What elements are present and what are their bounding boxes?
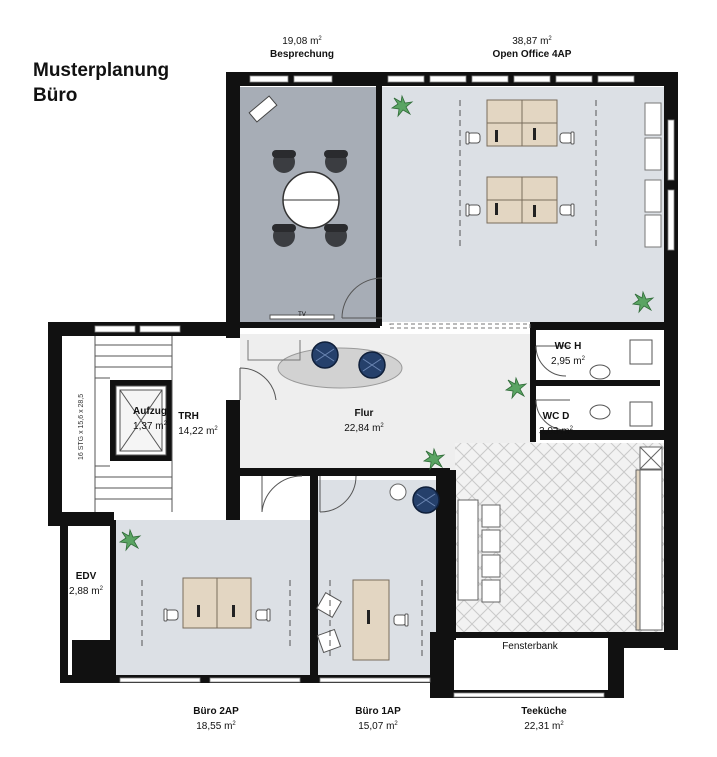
stair-dimensions-label: 16 STG x 15,6 x 28,5 — [78, 394, 85, 460]
room-flur: Flur 22,84 m2 — [344, 408, 384, 434]
room-trh: TRH 14,22 m2 — [178, 411, 218, 437]
area-buero2ap: 18,55 — [196, 721, 222, 732]
sliding-door — [389, 323, 531, 329]
area-flur: 22,84 — [344, 423, 370, 434]
area-aufzug: 1,37 — [133, 421, 153, 432]
staircase — [94, 336, 173, 512]
name-edv: EDV — [75, 571, 97, 582]
name-teekueche: Teeküche — [521, 706, 567, 717]
room-besprechung: 19,08 m2 Besprechung — [270, 36, 334, 60]
name-flur: Flur — [354, 408, 374, 419]
name-besprechung: Besprechung — [270, 49, 334, 60]
plan-title: Musterplanung Büro — [33, 58, 169, 108]
plan-title-line2: Büro — [33, 85, 78, 106]
wc-fixtures — [589, 339, 653, 427]
unit-openoffice: m — [540, 36, 549, 47]
open-office-furniture — [459, 99, 662, 250]
unit-wch: m — [573, 356, 582, 367]
unit-trh: m — [206, 426, 215, 437]
unit-flur: m — [372, 423, 381, 434]
unit-buero2ap: m — [224, 721, 233, 732]
unit-teekueche: m — [552, 721, 561, 732]
unit-edv: m — [91, 586, 100, 597]
room-aufzug: Aufzug 1,37 m2 — [133, 406, 167, 432]
room-teekueche: Teeküche 22,31 m2 — [521, 706, 567, 732]
room-openoffice: 38,87 m2 Open Office 4AP — [492, 36, 572, 60]
room-buero2ap: Büro 2AP 18,55 m2 — [193, 706, 239, 732]
edv-floor — [66, 530, 110, 640]
unit-besprechung: m — [310, 36, 319, 47]
area-openoffice: 38,87 — [512, 36, 538, 47]
name-buero2ap: Büro 2AP — [193, 706, 239, 717]
area-besprechung: 19,08 — [282, 36, 308, 47]
area-buero1ap: 15,07 — [358, 721, 384, 732]
name-wch: WC H — [554, 341, 582, 352]
office-2ap-furniture — [141, 577, 291, 650]
kitchen-furniture — [457, 446, 663, 631]
unit-buero1ap: m — [386, 721, 395, 732]
area-trh: 14,22 — [178, 426, 204, 437]
name-openoffice: Open Office 4AP — [492, 49, 572, 60]
meeting-furniture — [248, 95, 348, 320]
tv-label: TV — [298, 312, 306, 318]
room-wcd: WC D 3,03 m2 — [539, 411, 573, 437]
plan-title-line1: Musterplanung — [33, 60, 170, 81]
room-edv: EDV 2,88 m2 — [69, 571, 103, 597]
name-wcd: WC D — [542, 411, 570, 422]
windows — [94, 75, 675, 698]
area-wcd: 3,03 — [539, 426, 559, 437]
name-trh: TRH — [178, 411, 199, 422]
corridor-furniture — [247, 340, 440, 514]
unit-aufzug: m — [155, 421, 164, 432]
doors — [239, 277, 570, 513]
area-teekueche: 22,31 — [524, 721, 550, 732]
room-wch: WC H 2,95 m2 — [551, 341, 585, 367]
area-wch: 2,95 — [551, 356, 571, 367]
unit-wcd: m — [561, 426, 570, 437]
fensterbank-label: Fensterbank — [502, 641, 558, 652]
name-aufzug: Aufzug — [133, 406, 167, 417]
room-buero1ap: Büro 1AP 15,07 m2 — [355, 706, 401, 732]
office-1ap-furniture — [316, 579, 423, 661]
area-edv: 2,88 — [69, 586, 89, 597]
name-buero1ap: Büro 1AP — [355, 706, 401, 717]
